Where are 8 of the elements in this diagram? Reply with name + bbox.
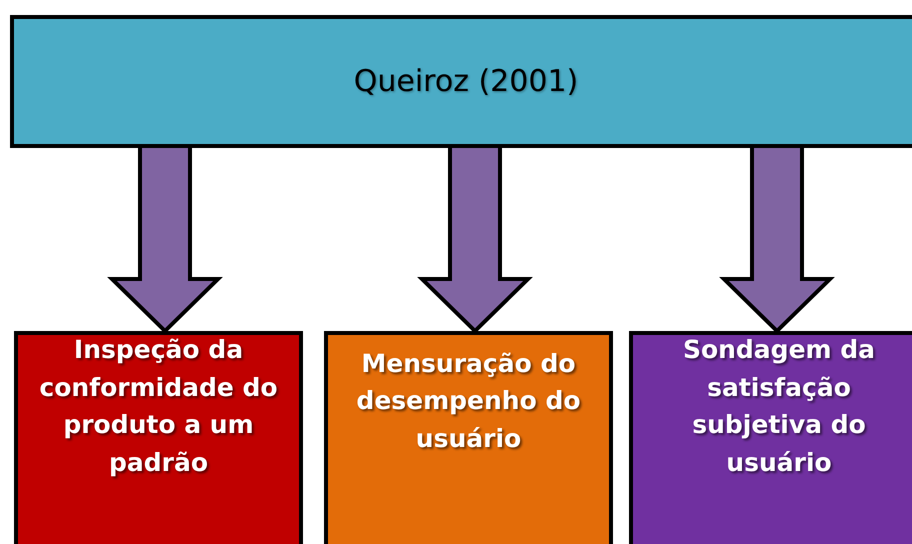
title-text: Queiroz (2001) xyxy=(354,64,578,99)
title-box xyxy=(10,15,912,148)
box-text: Sondagem da satisfação subjetiva do usuário xyxy=(682,334,876,478)
category-box xyxy=(629,331,912,544)
box-text: Mensuração do desempenho do usuário xyxy=(355,348,582,455)
box-text: Inspeção da conformidade do produto a um padrão xyxy=(38,334,279,478)
category-box xyxy=(324,331,613,544)
category-box xyxy=(14,331,303,544)
